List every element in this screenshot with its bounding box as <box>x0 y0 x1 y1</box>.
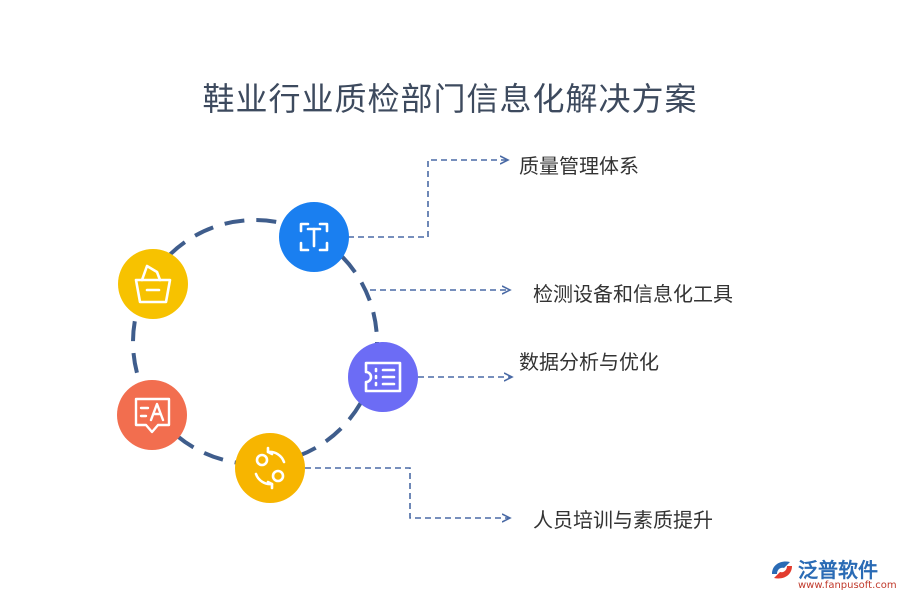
basket-icon <box>134 264 172 304</box>
brand-url: www.fanpusoft.com <box>798 580 897 591</box>
brand-name: 泛普软件 <box>798 558 878 582</box>
node-training <box>235 433 305 503</box>
node-data-analysis <box>348 342 418 412</box>
label-data-analysis: 数据分析与优化 <box>519 350 659 374</box>
dashed-ring <box>131 218 379 466</box>
node-quality-system <box>279 202 349 272</box>
cycle-swap-icon <box>254 446 286 490</box>
translate-chat-icon <box>134 397 171 434</box>
brand-logo-icon <box>772 561 792 579</box>
ticket-list-icon <box>364 361 402 393</box>
connector-training <box>305 467 510 518</box>
text-frame-icon <box>299 222 329 252</box>
connector-quality-system <box>348 160 508 238</box>
node-translate <box>117 380 187 450</box>
label-quality-system: 质量管理体系 <box>519 154 639 178</box>
page-title: 鞋业行业质检部门信息化解决方案 <box>202 80 698 118</box>
label-training: 人员培训与素质提升 <box>533 508 713 532</box>
node-basket <box>118 249 188 319</box>
brand-logo: 泛普软件 www.fanpusoft.com <box>768 552 898 598</box>
label-inspection-tools: 检测设备和信息化工具 <box>533 282 733 306</box>
